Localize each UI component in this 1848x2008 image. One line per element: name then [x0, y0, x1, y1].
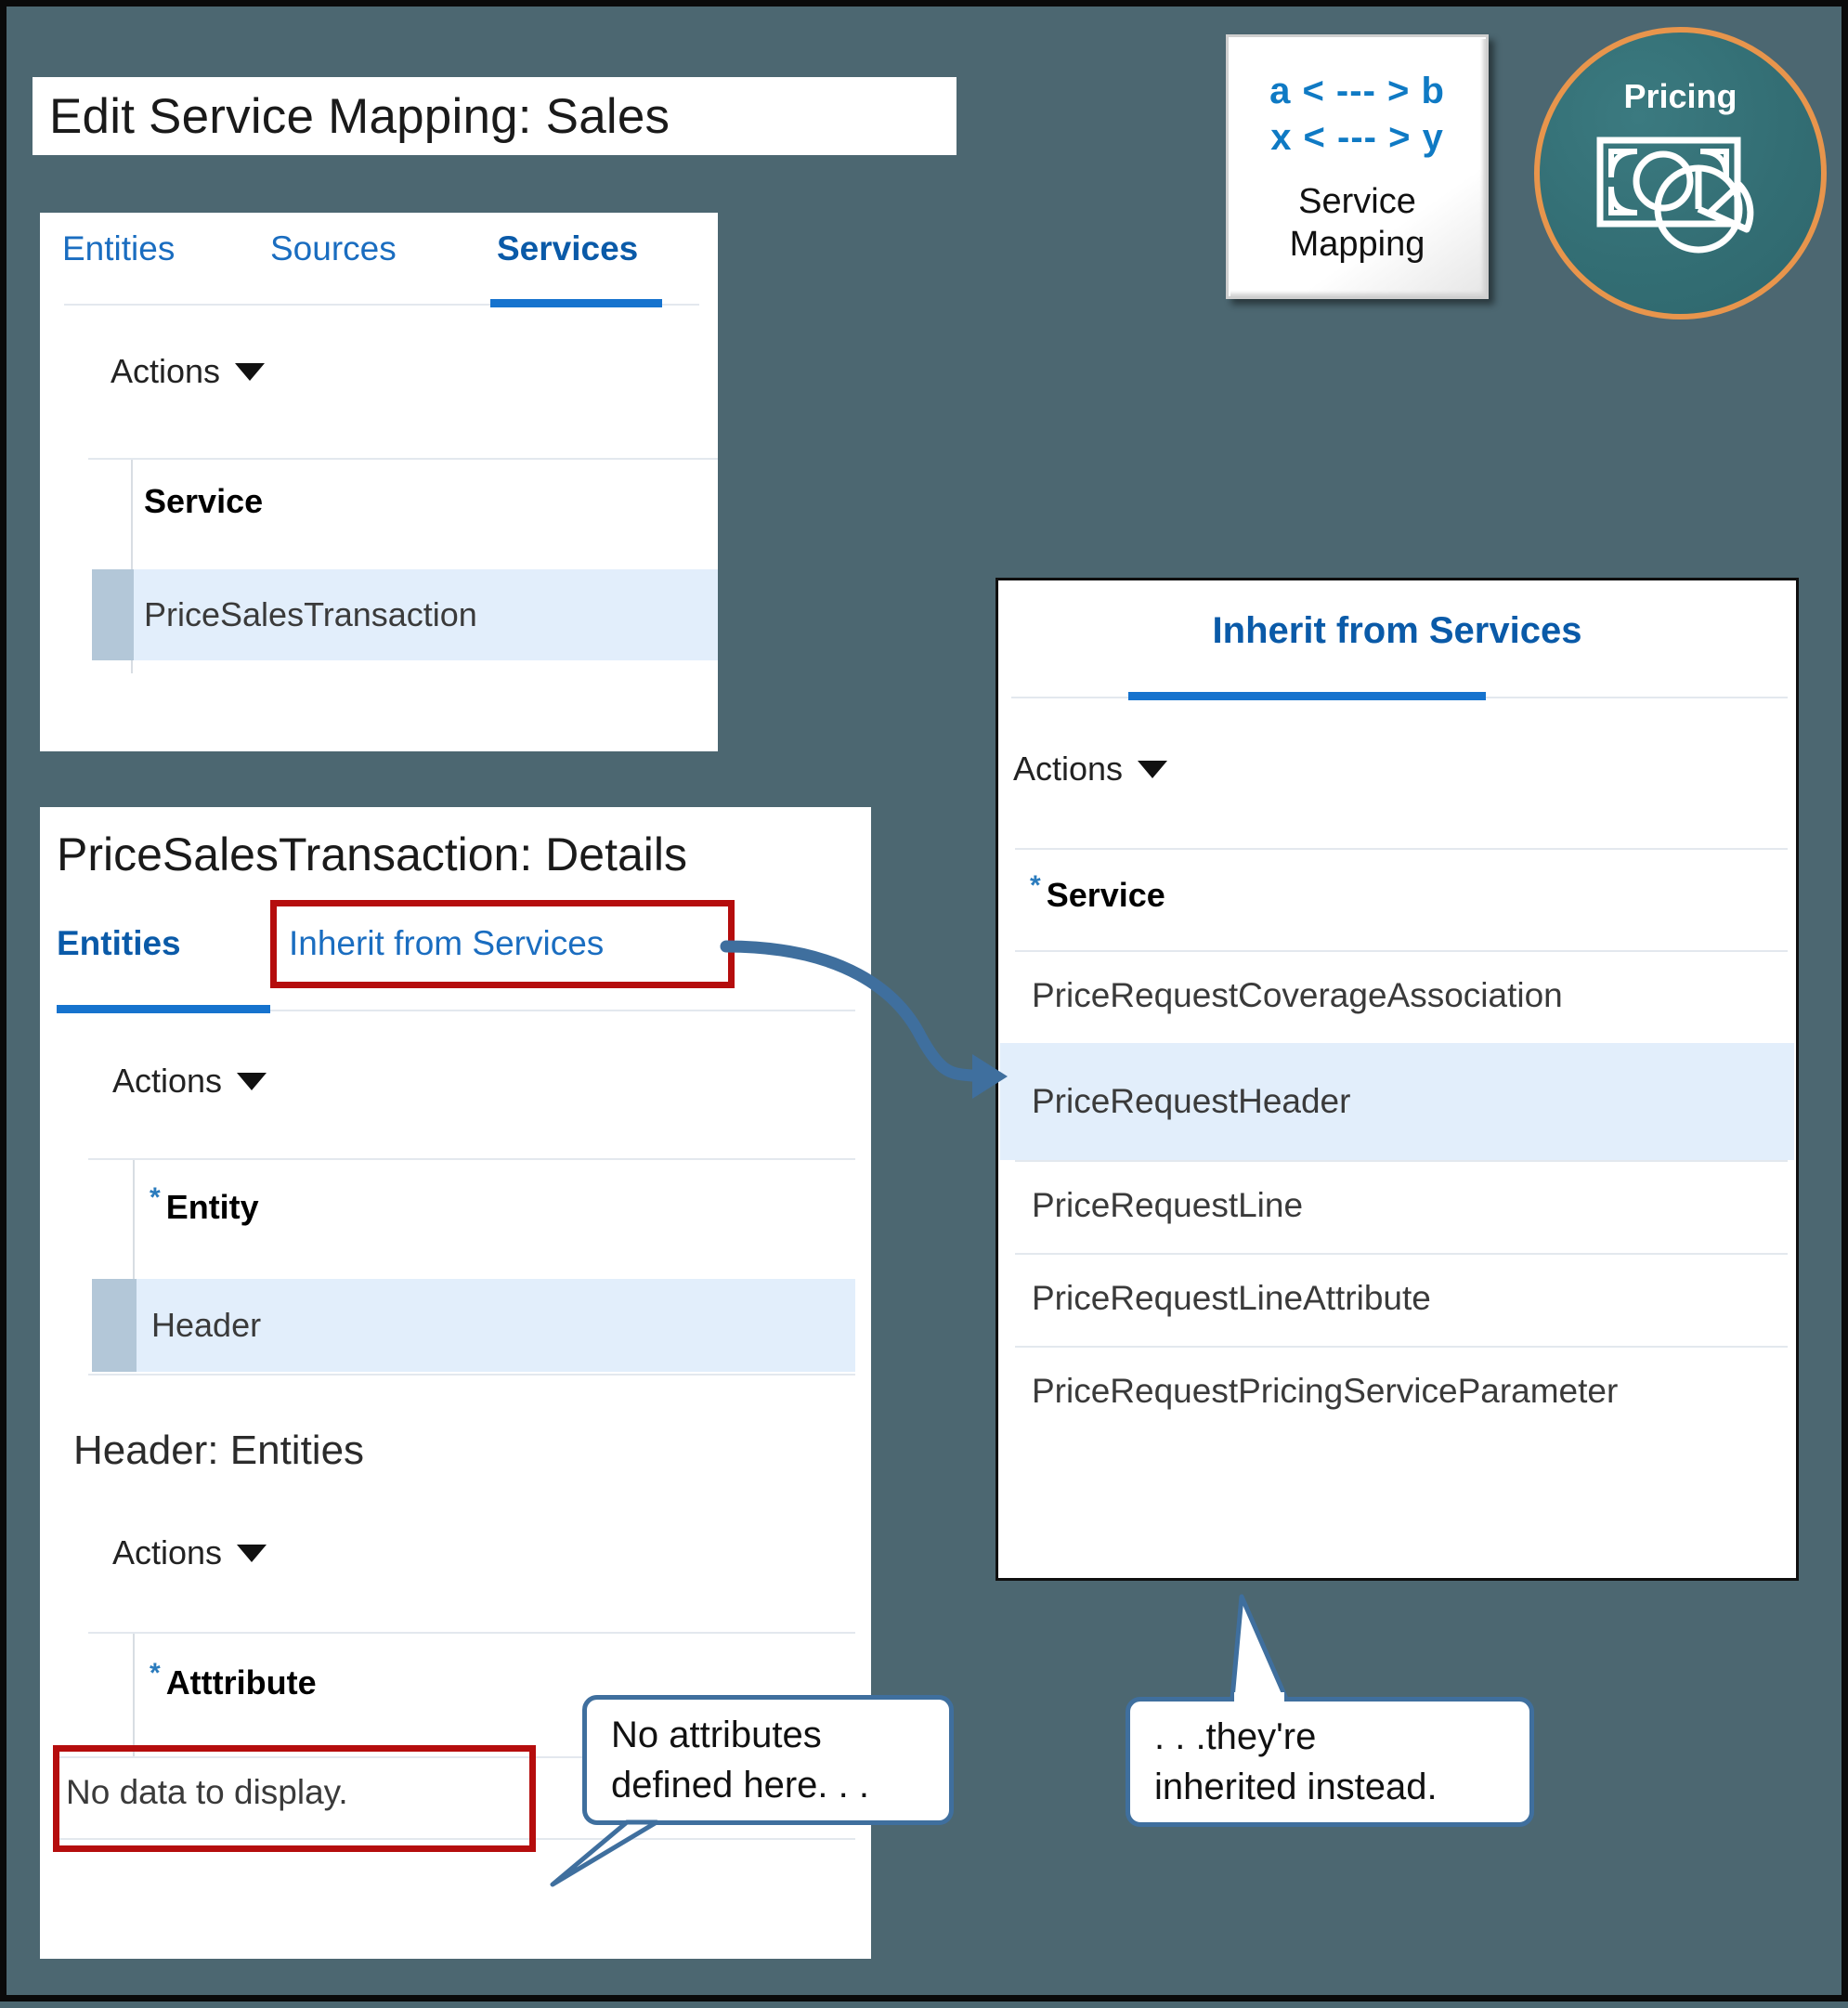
services-table-divider: [131, 460, 133, 673]
banknote-pie-chart-icon: [1594, 120, 1766, 264]
tab-entities-underline: [57, 1005, 270, 1013]
attribute-actions-menu[interactable]: Actions: [112, 1533, 267, 1572]
callout-line-1: . . .they're: [1154, 1716, 1317, 1757]
entity-table-bottom-rule: [88, 1374, 855, 1376]
legend-caption-line1: Service: [1298, 181, 1416, 221]
inherit-row-rule: [1015, 1346, 1788, 1348]
tab-entities-details[interactable]: Entities: [57, 924, 181, 962]
empty-state-message: No data to display.: [66, 1773, 348, 1811]
callout-inherited-instead: . . .they're inherited instead.: [1126, 1697, 1534, 1827]
attribute-table-divider: [133, 1634, 135, 1756]
attribute-empty-bottom-rule: [59, 1838, 855, 1840]
entity-table-top-rule: [88, 1158, 855, 1160]
inherit-panel-title: Inherit from Services: [1212, 610, 1582, 651]
entity-actions-menu[interactable]: Actions: [112, 1062, 267, 1101]
column-header-service: *Service: [1030, 870, 1165, 914]
details-panel-title: PriceSalesTransaction: Details: [57, 828, 687, 880]
inherit-actions-menu[interactable]: Actions: [1013, 750, 1168, 789]
required-marker-icon: *: [150, 1182, 161, 1213]
legend-caption: Service Mapping: [1290, 181, 1425, 266]
list-item[interactable]: PriceRequestLine: [1000, 1160, 1794, 1253]
table-row[interactable]: [92, 1279, 855, 1372]
highlight-box-no-data: [53, 1745, 536, 1852]
table-row[interactable]: [92, 569, 718, 660]
row-selection-marker: [92, 569, 134, 660]
header-entities-title: Header: Entities: [73, 1428, 365, 1473]
list-item-label: PriceRequestCoverageAssociation: [1032, 976, 1563, 1014]
services-actions-label: Actions: [111, 352, 221, 390]
column-header-attribute: *Atttribute: [150, 1658, 317, 1702]
pricing-label: Pricing: [1623, 77, 1737, 115]
chevron-down-icon: [237, 1544, 267, 1562]
tab-sources[interactable]: Sources: [270, 229, 397, 267]
column-header-entity: *Entity: [150, 1182, 259, 1226]
services-table-top-rule: [88, 458, 718, 460]
callout-line-2: inherited instead.: [1154, 1767, 1438, 1807]
diagram-canvas: Edit Service Mapping: Sales Entities Sou…: [7, 7, 1841, 1995]
row-label-pricesalestransaction[interactable]: PriceSalesTransaction: [144, 595, 477, 633]
list-item-label: PriceRequestPricingServiceParameter: [1032, 1372, 1619, 1410]
details-tabbar-divider: [57, 1010, 855, 1011]
inherit-actions-label: Actions: [1013, 750, 1124, 788]
inherit-row-rule: [1015, 1160, 1788, 1162]
callout-line-1: No attributes: [611, 1715, 822, 1755]
legend-line-ab: a < --- > b: [1269, 70, 1445, 111]
service-mapping-legend: a < --- > b x < --- > y Service Mapping: [1226, 34, 1489, 299]
list-item-label: PriceRequestLineAttribute: [1032, 1279, 1431, 1317]
entity-table-divider: [133, 1160, 135, 1364]
entity-actions-label: Actions: [112, 1062, 223, 1100]
services-tabbar: Entities Sources Services: [40, 213, 718, 307]
pricing-badge: Pricing: [1534, 27, 1827, 319]
attribute-actions-label: Actions: [112, 1533, 223, 1571]
list-item[interactable]: PriceRequestLineAttribute: [1000, 1253, 1794, 1346]
inherit-from-services-panel: Inherit from Services Actions *Service P…: [996, 578, 1799, 1581]
inherit-row-rule: [1015, 1253, 1788, 1255]
chevron-down-icon: [1138, 760, 1168, 778]
attribute-table-top-rule: [88, 1632, 855, 1634]
row-label-header[interactable]: Header: [151, 1306, 262, 1344]
tab-services-underline: [490, 299, 662, 307]
tabbar-divider: [64, 304, 699, 306]
chevron-down-icon: [237, 1072, 267, 1090]
inherit-header-rule: [1015, 950, 1788, 952]
required-marker-icon: *: [1030, 870, 1041, 901]
required-marker-icon: *: [150, 1658, 161, 1689]
attribute-empty-top-rule: [59, 1756, 855, 1758]
callout-no-attributes: No attributes defined here. . .: [582, 1695, 954, 1825]
list-item-label: PriceRequestHeader: [1032, 1082, 1351, 1120]
legend-caption-line2: Mapping: [1289, 224, 1425, 264]
list-item[interactable]: PriceRequestPricingServiceParameter: [1000, 1346, 1794, 1439]
highlight-box-inherit-tab: [270, 900, 735, 988]
callout-line-2: defined here. . .: [611, 1765, 869, 1806]
inherit-table-top-rule: [1015, 848, 1788, 850]
services-actions-menu[interactable]: Actions: [111, 352, 266, 391]
legend-line-xy: x < --- > y: [1270, 116, 1444, 158]
services-panel: Entities Sources Services Actions Servic…: [40, 213, 718, 751]
tab-services[interactable]: Services: [497, 229, 639, 267]
list-item[interactable]: PriceRequestCoverageAssociation: [1000, 952, 1794, 1043]
page-title: Edit Service Mapping: Sales: [33, 77, 957, 155]
column-header-service: Service: [144, 482, 264, 520]
inherit-tab-underline: [1128, 692, 1486, 700]
list-item-label: PriceRequestLine: [1032, 1186, 1304, 1224]
list-item[interactable]: PriceRequestHeader: [1000, 1043, 1794, 1160]
tab-entities[interactable]: Entities: [62, 229, 176, 267]
tab-inherit-from-services[interactable]: Inherit from Services: [289, 924, 605, 962]
row-selection-marker: [92, 1279, 137, 1372]
chevron-down-icon: [235, 362, 266, 381]
